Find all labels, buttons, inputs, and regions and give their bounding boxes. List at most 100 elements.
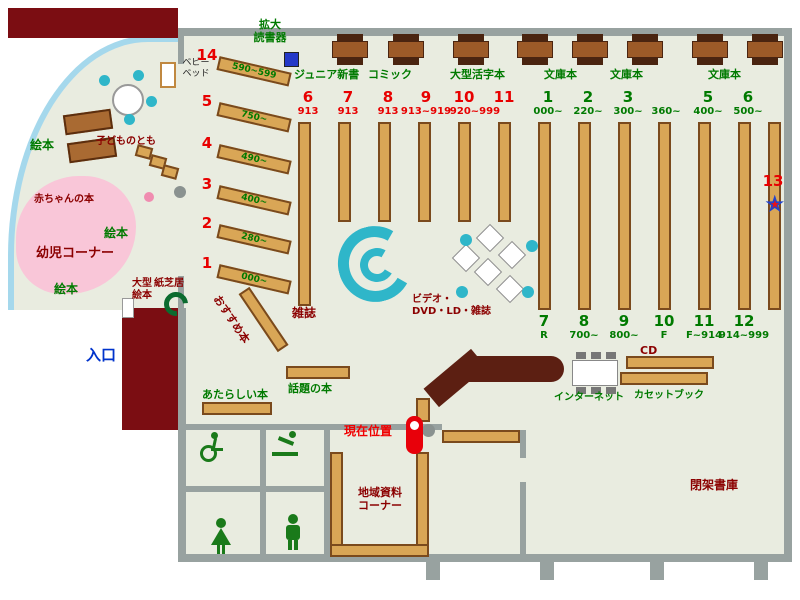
shelf-number: 7 <box>342 88 354 106</box>
reading-table <box>747 34 783 65</box>
shelf-number: 9 <box>618 312 630 330</box>
wall-top <box>178 28 792 36</box>
section-junior-shinsho: ジュニア新書 <box>294 68 360 81</box>
wall-stub-4 <box>754 554 768 580</box>
label-infant-corner: 幼児コーナー <box>36 246 115 261</box>
wall-left-top-stub <box>178 36 184 64</box>
counter-main <box>468 356 564 382</box>
chair-stool <box>460 234 472 246</box>
shelf-number-2: 2 <box>201 214 213 232</box>
label-ehon-top: 絵本 <box>30 138 55 152</box>
shelf-number: 6 <box>302 88 314 106</box>
wall-toilet-divider <box>260 430 266 560</box>
shelf-range: 360~ <box>651 106 681 117</box>
label-closed-stacks: 閉架書庫 <box>690 478 739 492</box>
wall-localroom-top <box>330 424 442 430</box>
wall-left-mid-stub <box>178 276 184 308</box>
av-line1: ビデオ・ <box>412 294 452 305</box>
shelf-number-4: 4 <box>201 134 213 152</box>
wall-toilet-mid <box>184 486 330 492</box>
bookshelf-column <box>658 122 671 310</box>
shelf-range: 913~919 <box>400 106 452 117</box>
cd-shelf <box>626 356 714 369</box>
wall-stacks-a <box>520 430 526 458</box>
shelf-range: 913 <box>337 106 359 117</box>
man-icon <box>280 514 306 550</box>
chair <box>606 352 616 359</box>
shelf-number: 7 <box>538 312 550 330</box>
chair-stool-pink <box>144 192 154 202</box>
bookshelf-column <box>618 122 631 310</box>
current-location-pin <box>406 416 423 454</box>
label-magnifier: 拡大 読書器 <box>246 18 294 44</box>
label-kodomo-no-tomo: 子どものとも <box>96 136 156 147</box>
shelf-range: 220~ <box>573 106 603 117</box>
bookshelf-column <box>298 122 311 306</box>
bookshelf-column <box>738 122 751 310</box>
bookshelf-column <box>418 122 431 222</box>
bookshelf-column <box>698 122 711 310</box>
chair <box>591 387 601 394</box>
star-icon: ★ ★ <box>764 190 786 218</box>
label-baby-bed: ベビー ベッド <box>178 58 214 80</box>
shelf-range: 000~ <box>533 106 563 117</box>
reading-table <box>692 34 728 65</box>
bookshelf-column-13 <box>768 122 781 310</box>
label-kamishibai: 紙芝居 <box>154 278 184 289</box>
shelf-range: 800~ <box>609 330 639 341</box>
pillar <box>422 424 435 437</box>
round-table <box>112 84 144 116</box>
wall-stub-1 <box>426 554 440 580</box>
shelf-number: 6 <box>742 88 754 106</box>
reading-table <box>517 34 553 65</box>
shelf-range: 700~ <box>569 330 599 341</box>
bookshelf-column <box>378 122 391 222</box>
wall-maroon-entrance <box>122 308 186 430</box>
wall-stacks-b <box>520 482 526 560</box>
wheelchair-icon <box>198 432 228 464</box>
label-baby-books: 赤ちゃんの本 <box>34 194 94 205</box>
topic-books-shelf <box>286 366 350 379</box>
chair-stool <box>124 114 135 125</box>
label-new-books: あたらしい本 <box>202 388 268 401</box>
chair-stool <box>133 70 144 81</box>
label-local-room: 地域資料 コーナー <box>340 486 420 512</box>
wall-toilet-right <box>324 424 330 560</box>
local-room-line1: 地域資料 <box>358 486 402 499</box>
local-room-shelf-bottom <box>330 544 429 557</box>
shelf-number: 9 <box>420 88 432 106</box>
wall-maroon-top <box>8 8 178 38</box>
chair <box>591 352 601 359</box>
shelf-number: 3 <box>622 88 634 106</box>
label-current-location: 現在位置 <box>344 424 393 438</box>
chair-stool <box>522 286 534 298</box>
wall-right <box>784 28 792 562</box>
reading-table <box>453 34 489 65</box>
shelf-range: 913 <box>377 106 399 117</box>
chair-stool <box>456 286 468 298</box>
bookshelf-column <box>338 122 351 222</box>
new-books-shelf <box>202 402 272 415</box>
chair-stool <box>526 240 538 252</box>
shelf-number: 1 <box>542 88 554 106</box>
shelf-range: 300~ <box>613 106 643 117</box>
wall-toilet-top <box>184 424 330 430</box>
stacks-shelf <box>442 430 520 443</box>
wall-bottom <box>184 554 784 562</box>
section-bunko-1: 文庫本 <box>544 68 577 81</box>
large-picture-line2: 絵本 <box>132 290 152 301</box>
label-av-corner: ビデオ・ DVD・LD・雑誌 <box>412 294 512 318</box>
bookshelf-column <box>498 122 511 222</box>
section-large-print: 大型活字本 <box>450 68 505 81</box>
baby-bed-line2: ベッド <box>182 68 210 79</box>
shelf-range: 400~ <box>693 106 723 117</box>
shelf-range: R <box>540 330 548 341</box>
shelf-number-3: 3 <box>201 175 213 193</box>
shelf-number: 12 <box>733 312 755 330</box>
av-line2: DVD・LD・雑誌 <box>412 306 492 317</box>
wall-left-lower <box>178 308 186 562</box>
label-large-picture-books: 大型 絵本 <box>130 278 154 302</box>
baby-changing-icon <box>272 430 300 458</box>
baby-bed-icon <box>160 62 176 88</box>
